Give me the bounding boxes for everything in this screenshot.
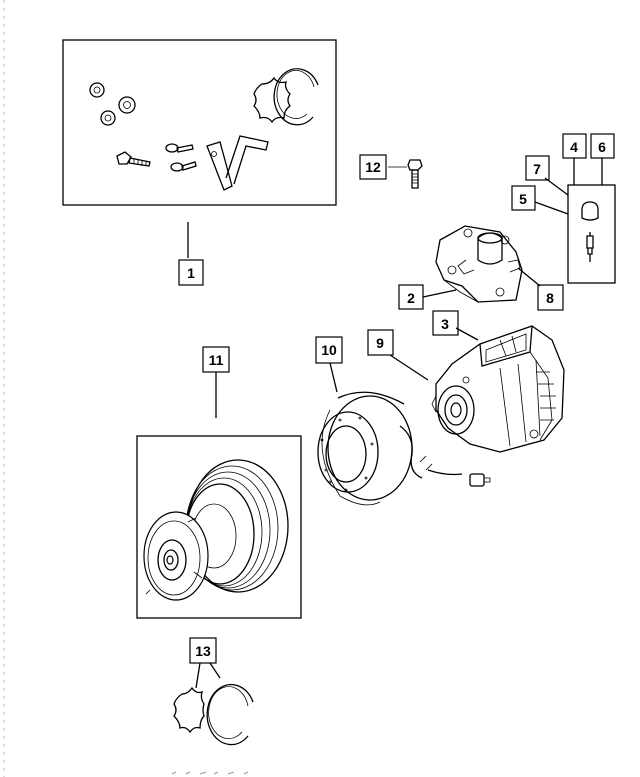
callout-6: 6	[590, 133, 615, 185]
snap-ring-icon	[273, 68, 319, 126]
callout-10-label: 10	[321, 342, 337, 358]
clutch-assembly-group	[136, 435, 302, 619]
callout-9: 9	[367, 329, 429, 381]
callout-13: 13	[189, 637, 221, 689]
snap-ring-icon	[206, 683, 254, 746]
callout-11-label: 11	[209, 352, 224, 368]
callout-3-label: 3	[441, 316, 449, 332]
callout-7-label: 7	[533, 161, 541, 177]
valve-core-icon	[586, 232, 594, 262]
hardware-kit-frame	[62, 39, 337, 206]
screw-icon	[170, 161, 197, 172]
wavy-seal-icon	[253, 76, 291, 124]
footer-marks	[171, 771, 249, 775]
screw-icon	[165, 143, 194, 153]
callout-2: 2	[398, 284, 457, 310]
callout-1-label: 1	[187, 265, 195, 281]
callout-12: 12	[359, 154, 387, 180]
callout-6-label: 6	[598, 139, 606, 155]
callout-7: 7	[525, 155, 569, 196]
callout-5-label: 5	[519, 191, 527, 207]
callout-5: 5	[511, 185, 569, 215]
bolt-icon	[116, 151, 151, 167]
callout-11: 11	[202, 346, 230, 418]
compressor-icon	[431, 325, 565, 453]
washer-icon	[100, 110, 116, 126]
compressor-cover-icon	[435, 225, 523, 303]
callout-9-label: 9	[376, 335, 384, 351]
callout-4-label: 4	[570, 139, 578, 155]
callout-10: 10	[315, 336, 343, 393]
callout-3: 3	[432, 310, 479, 341]
field-coil-icon	[317, 391, 491, 506]
callout-8: 8	[517, 267, 564, 311]
washer-icon	[118, 96, 136, 114]
valve-cap-icon	[581, 201, 599, 221]
callout-4: 4	[562, 133, 587, 185]
valve-kit-frame	[567, 184, 616, 284]
bracket-icon	[206, 135, 269, 191]
connector-icon	[469, 473, 485, 487]
bolt-icon	[388, 159, 423, 189]
callout-13-label: 13	[195, 643, 211, 659]
callout-2-label: 2	[407, 290, 415, 306]
washer-icon	[89, 82, 105, 98]
clutch-hub-icon	[143, 511, 209, 601]
callout-12-label: 12	[365, 159, 381, 175]
callout-8-label: 8	[546, 290, 554, 306]
hardware-kit-group	[62, 39, 337, 258]
clutch-assembly-frame	[136, 435, 302, 619]
wavy-seal-icon	[173, 686, 205, 734]
callout-1: 1	[178, 259, 204, 286]
valve-kit-group	[567, 184, 616, 284]
